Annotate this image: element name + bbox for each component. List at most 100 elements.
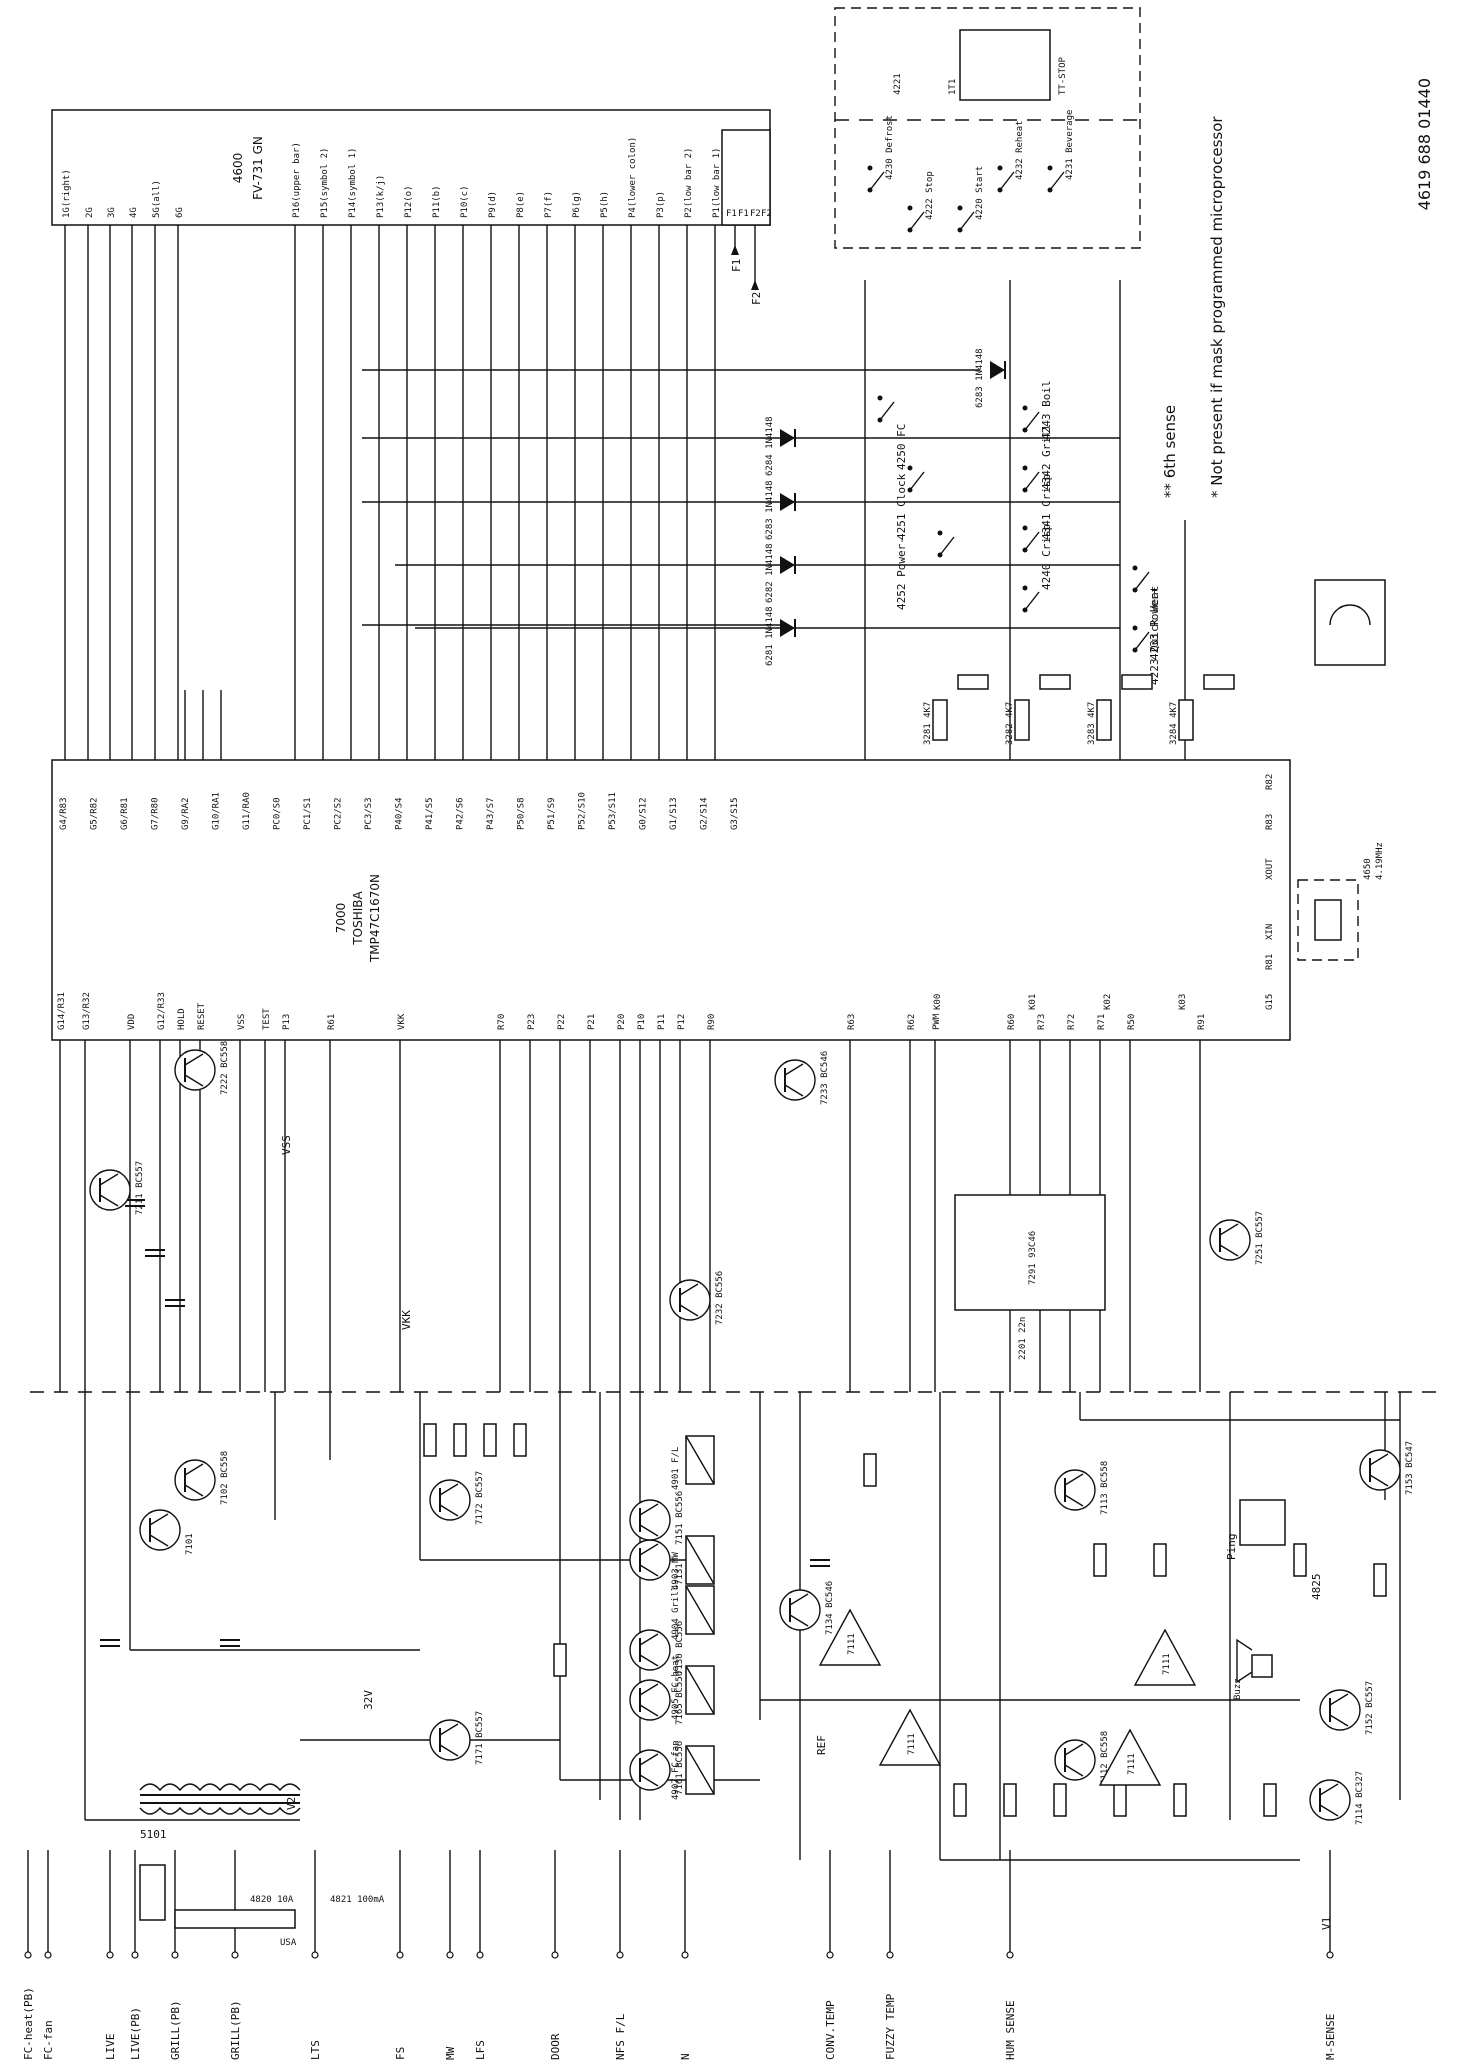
- relay-diag-1: [685, 1535, 715, 1585]
- seg-label-11: P5(h): [600, 191, 610, 218]
- ic-pin-bottom-4: HOLD: [177, 1008, 187, 1030]
- ic-pin-top-8: PC1/S1: [303, 797, 313, 830]
- transistor-emitter-0: [149, 1534, 169, 1547]
- key-col2-2-lever: [1024, 531, 1040, 551]
- ic-pin-top-20: G1/S13: [669, 797, 679, 830]
- transistor-11: [1309, 1779, 1351, 1821]
- transistor-label-5: 7222 BC558: [220, 1041, 230, 1095]
- ic-pin-top-3: G7/R80: [151, 797, 161, 830]
- ttstop-label-3: TT-STOP: [1058, 56, 1068, 95]
- ic-pin-top-11: P40/S4: [395, 797, 405, 830]
- transistor-13: [629, 1539, 671, 1581]
- k-res-2: [1096, 699, 1112, 741]
- transistor-emitter-9: [1064, 1764, 1084, 1777]
- connector-pin-15: [1006, 1951, 1014, 1959]
- seg-label-8: P8(e): [516, 191, 526, 218]
- ttstop-box: [959, 29, 1051, 101]
- transistor-label-17: 7153 BC547: [1405, 1441, 1415, 1495]
- ic-pin-top-18: P53/S11: [608, 792, 618, 830]
- buzz-label: Ping: [1225, 1534, 1238, 1561]
- transistor-label-14: 7134 BC546: [825, 1581, 835, 1635]
- transistor-emitter-19: [639, 1704, 659, 1717]
- connector-pin-9: [476, 1951, 484, 1959]
- diode-label-2: 6282 1N4148: [765, 543, 775, 603]
- connector-label-10: DOOR: [549, 2033, 562, 2060]
- panel-key-1-lever: [959, 211, 975, 231]
- ic-pin-bottom-6: VSS: [237, 1014, 247, 1030]
- k-res-pullup-3: [1203, 674, 1235, 690]
- connector-pin-6: [311, 1951, 319, 1959]
- ic-pin-top-2: G6/R81: [120, 797, 130, 830]
- transistor-6: [669, 1279, 711, 1321]
- transistor-collector-15: [639, 1503, 659, 1516]
- ic-pin-top-15: P50/S8: [517, 797, 527, 830]
- transistor-collector-8: [1219, 1223, 1239, 1236]
- diode-1: [780, 493, 795, 511]
- ic-pin-bottom-8: P13: [282, 1014, 292, 1030]
- connector-pin-13: [826, 1951, 834, 1959]
- ic-pin-bottom-12: P23: [527, 1014, 537, 1030]
- connector-pin-12: [681, 1951, 689, 1959]
- transformer-ref: 5101: [140, 1828, 167, 1841]
- transistor-collector-10: [1064, 1473, 1084, 1486]
- panel-key-2-contact-b: [1047, 165, 1053, 171]
- lower-circuit-wires: [84, 1199, 1401, 1861]
- seg-label-13: P3(p): [656, 191, 666, 218]
- transistor-label-2: 7171 BC557: [475, 1711, 485, 1765]
- crystal-dashed-box: [1297, 879, 1359, 961]
- resistor-body-3: [513, 1423, 527, 1457]
- connector-label-14: FUZZY TEMP: [884, 1993, 897, 2060]
- panel-key-label-3: 4222 Stop: [925, 171, 935, 220]
- key-col1-1-contact-b: [907, 465, 913, 471]
- key-col3-0-contact-b: [1132, 565, 1138, 571]
- label-v2: V2: [285, 1797, 298, 1810]
- ic-pin-right-9: G15: [1265, 994, 1275, 1010]
- panel-key-label-1: 4220 Start: [975, 166, 985, 220]
- grid-label-2: 3G: [107, 207, 117, 218]
- ic-pin-bottom-7: TEST: [262, 1008, 272, 1030]
- eeprom-label: 7291 93C46: [1028, 1231, 1038, 1285]
- resistor-body-12: [1053, 1783, 1067, 1817]
- connector-label-7: FS: [394, 2047, 407, 2060]
- seg-label-12: P4(lower colon): [628, 137, 638, 218]
- resistor-body-11: [1003, 1783, 1017, 1817]
- transistor-3: [429, 1479, 471, 1521]
- connector-label-4: GRILL(PB): [169, 2000, 182, 2060]
- diode-0: [780, 429, 795, 447]
- transistor-label-11: 7114 BC327: [1355, 1771, 1365, 1825]
- diode-label-4: 6283 1N4148: [975, 348, 985, 408]
- ttstop-label-1: 1T1: [948, 79, 958, 95]
- transistor-label-10: 7113 BC558: [1100, 1461, 1110, 1515]
- connector-pin-5: [231, 1951, 239, 1959]
- transistor-14: [779, 1589, 821, 1631]
- crystal-freq: 4.19MHz: [1375, 842, 1385, 880]
- ic-pin-right-2: K02: [1103, 994, 1113, 1010]
- ic-pin-bottom-21: R62: [907, 1014, 917, 1030]
- transistor-emitter-17: [1369, 1474, 1389, 1487]
- ic-pin-top-14: P43/S7: [486, 797, 496, 830]
- ic-pin-bottom-9: R61: [327, 1014, 337, 1030]
- resistor-body-7: [1153, 1543, 1167, 1577]
- display-ref: 4600: [231, 153, 245, 184]
- key-col1-label-1: 4251 Clock: [895, 473, 908, 540]
- key-col3-1-contact-b: [1132, 625, 1138, 631]
- connector-label-11: NFS F/L: [614, 2013, 627, 2060]
- crystal-4650: [1314, 899, 1342, 941]
- key-col3-label-0: 4233 Power+: [1148, 587, 1161, 660]
- transistor-7: [774, 1059, 816, 1101]
- transistor-emitter-12: [639, 1654, 659, 1667]
- key-col1-2-contact-b: [937, 530, 943, 536]
- transistor-collector-17: [1369, 1453, 1389, 1466]
- key-col3-label-1: 4223 Quick Heat: [1148, 586, 1161, 685]
- seg-label-2: P14(symbol 1): [348, 148, 358, 218]
- ttstop-label-0: 4221: [893, 73, 903, 95]
- diode-label-0: 6284 1N4148: [765, 416, 775, 476]
- relay-label-0: 4901 F/L: [671, 1447, 681, 1490]
- connector-label-0: FC-heat(PB): [22, 1987, 35, 2060]
- transistor-emitter-13: [639, 1564, 659, 1577]
- panel-key-label-4: 4232 Reheat: [1015, 120, 1025, 180]
